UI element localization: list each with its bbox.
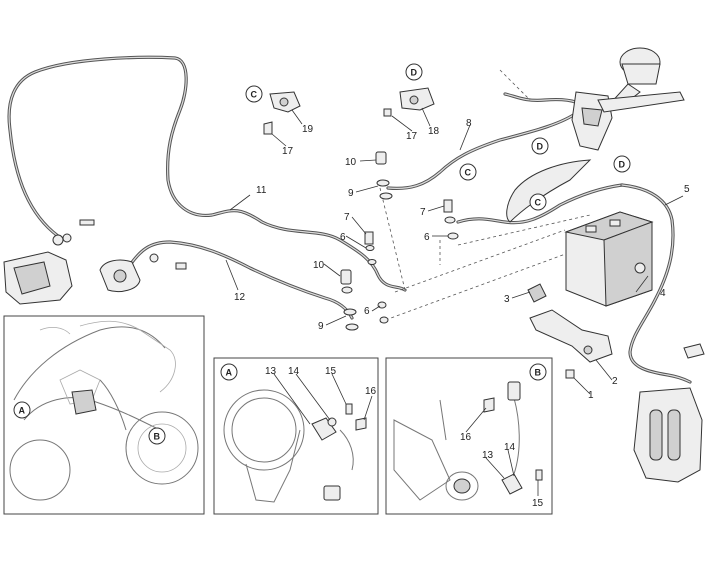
- abs-bracket-2: [527, 283, 613, 379]
- connector-letter: A: [19, 406, 26, 416]
- brake-hose-upper-front: [456, 183, 624, 225]
- detail-panel-a: [213, 357, 379, 515]
- connector-marker-c-front: C: [529, 193, 547, 211]
- part-label-17b: 17: [406, 131, 418, 142]
- connector-marker-b-overview: B: [148, 427, 166, 445]
- connector-letter: B: [535, 368, 542, 378]
- connector-marker-d-18: D: [405, 63, 423, 81]
- part-label-15a: 15: [325, 366, 337, 377]
- part-label-11: 11: [256, 185, 267, 196]
- connector-letter: A: [226, 368, 233, 378]
- connector-letter: D: [411, 68, 418, 78]
- rear-master-cylinder: [99, 253, 187, 293]
- front-master-cylinder: [506, 47, 685, 223]
- banjo-bolt-10-left: [340, 231, 389, 331]
- rear-brake-caliper: [3, 219, 95, 305]
- part-label-13a: 13: [265, 366, 277, 377]
- detail-a-marker: A: [220, 363, 238, 381]
- part-label-7a: 7: [344, 212, 350, 223]
- connector-marker-a-overview: A: [13, 401, 31, 419]
- connector-letter: C: [535, 198, 542, 208]
- part-label-14b: 14: [504, 442, 516, 453]
- part-label-8: 8: [466, 118, 472, 129]
- part-label-17a: 17: [282, 146, 294, 157]
- part-label-14a: 14: [288, 366, 300, 377]
- part-label-4: 4: [660, 288, 666, 299]
- part-label-15b: 15: [532, 498, 544, 509]
- assembly-dashed-lines: [379, 69, 591, 323]
- part-label-9b: 9: [318, 321, 324, 332]
- part-label-1: 1: [588, 390, 594, 401]
- part-label-10a: 10: [345, 157, 357, 168]
- part-label-6c: 6: [424, 232, 430, 243]
- connector-marker-c-19: C: [245, 85, 263, 103]
- part-label-6b: 6: [364, 306, 370, 317]
- leader-lines: [225, 107, 684, 496]
- part-label-3: 3: [504, 294, 510, 305]
- connector-letter: D: [537, 142, 544, 152]
- part-label-10b: 10: [313, 260, 325, 271]
- part-number-labels: 1 2 3 4 5 6 6 6 7 7 8 9 9 10 10 11 12 13…: [234, 118, 690, 509]
- connector-marker-d-5: D: [613, 155, 631, 173]
- part-label-18: 18: [428, 126, 440, 137]
- part-label-16a: 16: [365, 386, 377, 397]
- banjo-bolt-7-right: [443, 199, 459, 240]
- detail-panel-b: [385, 357, 553, 515]
- part-label-12: 12: [234, 292, 246, 303]
- bracket-19: [263, 91, 301, 135]
- abs-control-unit: [564, 211, 654, 307]
- part-label-6a: 6: [340, 232, 346, 243]
- brake-hose-12: [126, 240, 354, 320]
- part-label-13b: 13: [482, 450, 494, 461]
- banjo-bolt-10-upper: [375, 151, 393, 200]
- brake-hose-11: [7, 55, 407, 292]
- part-label-9a: 9: [348, 188, 354, 199]
- brake-hose-8: [386, 92, 584, 191]
- part-label-16b: 16: [460, 432, 472, 443]
- connector-letter: C: [251, 90, 258, 100]
- part-label-7b: 7: [420, 207, 426, 218]
- brake-hose-5: [620, 183, 692, 384]
- connector-letter: D: [619, 160, 626, 170]
- connector-marker-d-lever: D: [531, 137, 549, 155]
- detail-b-marker: B: [529, 363, 547, 381]
- part-label-2: 2: [612, 376, 618, 387]
- connector-marker-c-8: C: [459, 163, 477, 181]
- bracket-18: [383, 87, 435, 117]
- front-brake-caliper: [633, 343, 705, 483]
- connector-letter: C: [465, 168, 472, 178]
- part-label-19: 19: [302, 124, 314, 135]
- motorcycle-overview-panel: [3, 315, 205, 515]
- connector-letter: B: [154, 432, 161, 442]
- part-label-5: 5: [684, 184, 690, 195]
- connection-markers: C D D C D C A B: [13, 63, 631, 445]
